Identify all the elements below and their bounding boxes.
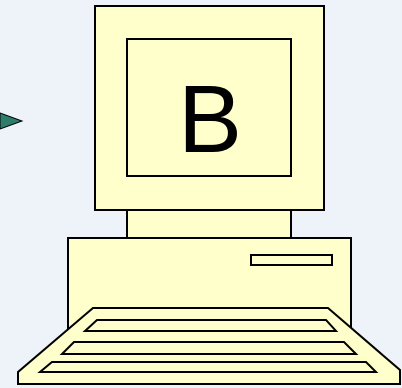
keyboard-key-row <box>59 341 359 355</box>
keyboard-key-row <box>37 361 379 373</box>
keyboard-key-row <box>82 319 339 332</box>
arrow-pointer-icon <box>0 112 24 130</box>
monitor-neck <box>126 209 292 239</box>
disk-drive-slot <box>250 254 333 266</box>
screen-label: B <box>178 66 242 173</box>
monitor-screen <box>126 38 292 177</box>
